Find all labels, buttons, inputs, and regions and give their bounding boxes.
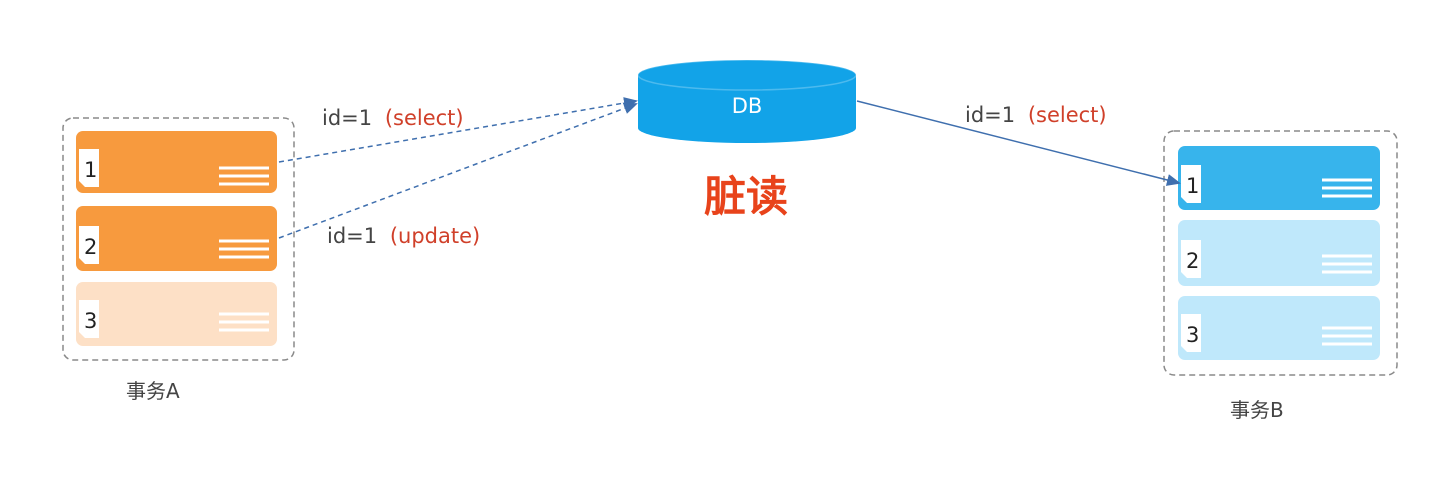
row-number: 1: [84, 158, 97, 182]
row-number: 1: [1186, 174, 1199, 198]
document-icon: [79, 149, 99, 187]
transaction-b-row-1: 1: [1178, 146, 1380, 210]
document-icon: [1181, 314, 1201, 352]
transaction-b-title: 事务B: [1230, 398, 1284, 422]
edge-line: [856, 100, 1181, 186]
transaction-b-row-3: 3: [1178, 296, 1380, 360]
text-lines-icon: [219, 312, 269, 332]
transaction-a-row-2: 2: [76, 206, 277, 271]
database-top-rim: [637, 59, 857, 91]
row-number: 3: [84, 309, 97, 333]
transaction-a-row-3: 3: [76, 282, 277, 346]
edge-key: id=1: [965, 103, 1015, 127]
transaction-b-row-2: 2: [1178, 220, 1380, 286]
edge-line: [278, 102, 638, 239]
edge-label: id=1 (select): [965, 103, 1107, 127]
row-background: [76, 206, 277, 271]
row-number: 3: [1186, 323, 1199, 347]
transaction-b-frame: [1163, 130, 1398, 376]
transaction-a-title: 事务A: [126, 379, 180, 403]
edge-op: (select): [385, 106, 464, 130]
edge-key: id=1: [327, 224, 377, 248]
edge-key: id=1: [322, 106, 372, 130]
row-background: [1178, 146, 1380, 210]
edge-op: (update): [390, 224, 480, 248]
transaction-a: 1 2 3 事务A: [62, 117, 295, 403]
transaction-b: 1 2 3 事务B: [1163, 130, 1398, 422]
edge-line: [278, 97, 638, 163]
edge-a2-to-db: id=1 (update): [278, 102, 638, 248]
edge-db-to-b1: id=1 (select): [856, 100, 1181, 186]
document-icon: [1181, 240, 1201, 278]
edge-label: id=1 (select): [322, 106, 464, 130]
center-label: 脏读: [704, 172, 788, 221]
edge-op: (select): [1028, 103, 1107, 127]
row-number: 2: [1186, 249, 1199, 273]
row-number: 2: [84, 235, 97, 259]
database-label: DB: [732, 94, 763, 118]
document-icon: [79, 300, 99, 338]
database-body: [638, 75, 856, 143]
transaction-a-frame: [62, 117, 295, 361]
document-icon: [1181, 165, 1201, 203]
document-icon: [79, 226, 99, 264]
text-lines-icon: [1322, 254, 1372, 274]
text-lines-icon: [219, 166, 269, 186]
transaction-a-row-1: 1: [76, 131, 277, 193]
text-lines-icon: [219, 239, 269, 259]
row-background: [1178, 220, 1380, 286]
edge-a1-to-db: id=1 (select): [278, 97, 638, 163]
text-lines-icon: [1322, 326, 1372, 346]
edge-label: id=1 (update): [327, 224, 480, 248]
text-lines-icon: [1322, 178, 1372, 198]
database-top: [638, 60, 856, 90]
database-cylinder: DB: [637, 59, 857, 143]
